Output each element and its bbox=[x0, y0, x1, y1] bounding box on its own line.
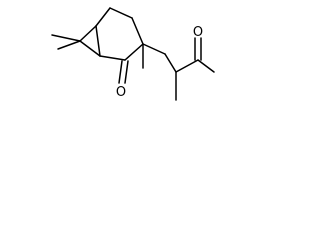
bond-ring-2 bbox=[109, 7, 133, 19]
bond-chain-2 bbox=[164, 53, 177, 73]
bond-methyl-a bbox=[51, 34, 81, 42]
bond-methyl-b bbox=[57, 40, 81, 50]
bond-ketone-double bbox=[118, 60, 129, 84]
bond-cyclopropane-3 bbox=[95, 25, 101, 57]
bond-terminal-methyl bbox=[197, 59, 215, 73]
bond-ring-1 bbox=[95, 7, 111, 27]
atom-label-ketone-oxygen: O bbox=[116, 85, 126, 100]
bond-ring-4 bbox=[124, 43, 144, 61]
bond-cyclopropane-1 bbox=[79, 25, 97, 42]
bond-cyclopropane-2 bbox=[79, 40, 101, 57]
chemical-structure-diagram: O O bbox=[51, 7, 215, 101]
bond-chain-1 bbox=[142, 43, 166, 55]
bond-ring-5 bbox=[99, 55, 126, 61]
bond-ring-3 bbox=[131, 17, 144, 45]
bond-chain-3 bbox=[175, 59, 199, 73]
atom-label-side-chain-oxygen: O bbox=[193, 25, 203, 40]
bond-side-ketone-double bbox=[194, 37, 202, 61]
